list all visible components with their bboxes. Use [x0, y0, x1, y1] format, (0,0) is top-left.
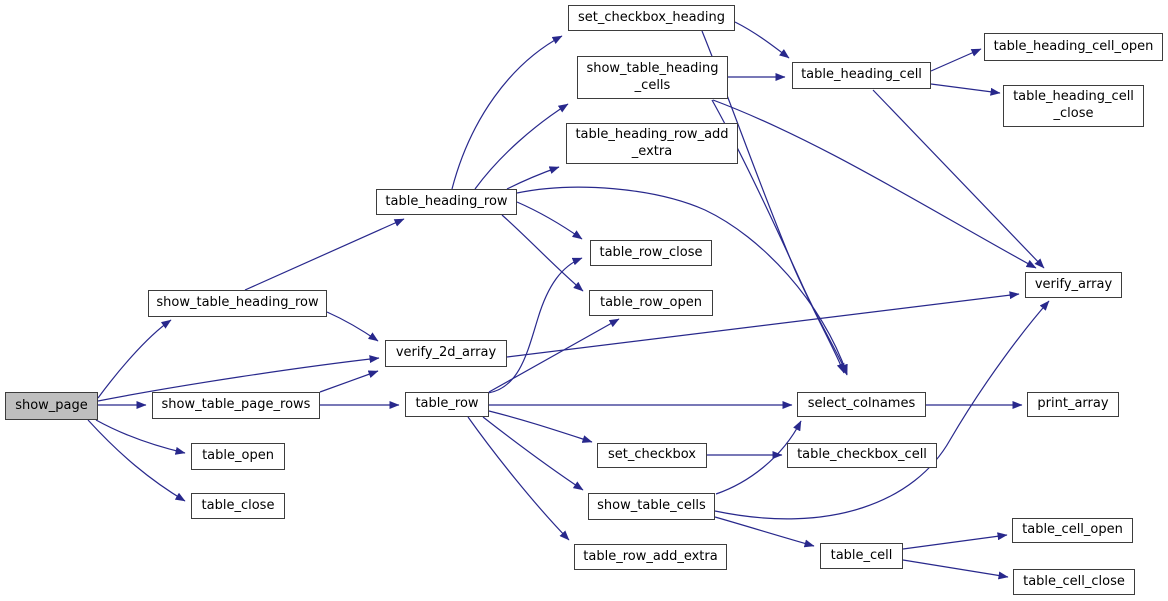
call-edge-table_heading_row-to-table_heading_row_add_extra — [506, 166, 560, 190]
call-edge-table_heading_row-to-set_checkbox_heading — [451, 35, 563, 190]
graph-node-show_table_heading_row[interactable]: show_table_heading_row — [148, 290, 327, 317]
call-edge-table_heading_cell-to-table_heading_cell_close — [930, 83, 1001, 96]
call-edge-table_heading_row-to-table_row_open — [501, 214, 584, 292]
graph-node-table_cell[interactable]: table_cell — [820, 543, 903, 569]
graph-node-table_open[interactable]: table_open — [191, 443, 285, 470]
graph-node-select_colnames[interactable]: select_colnames — [797, 392, 926, 417]
call-edge-show_table_cells-to-select_colnames — [715, 420, 802, 495]
graph-node-print_array[interactable]: print_array — [1027, 392, 1119, 417]
call-edge-show_page-to-table_open — [95, 419, 186, 455]
graph-node-table_row_add_extra[interactable]: table_row_add_extra — [574, 544, 727, 570]
call-edge-table_row-to-set_checkbox — [488, 410, 593, 443]
graph-node-table_cell_open[interactable]: table_cell_open — [1012, 518, 1133, 543]
call-edge-show_table_heading_cells-to-verify_array — [712, 99, 1037, 269]
call-edge-table_row-to-table_row_open — [488, 318, 620, 393]
call-edge-table_row-to-show_table_cells — [482, 416, 584, 491]
graph-node-table_heading_cell[interactable]: table_heading_cell — [792, 62, 931, 89]
call-edge-show_page-to-table_close — [87, 419, 186, 502]
call-edge-table_row-to-table_row_add_extra — [467, 416, 570, 541]
graph-node-set_checkbox_heading[interactable]: set_checkbox_heading — [568, 5, 735, 31]
graph-node-show_table_heading_cells[interactable]: show_table_heading _cells — [577, 56, 728, 99]
graph-node-table_checkbox_cell[interactable]: table_checkbox_cell — [787, 443, 937, 468]
graph-node-table_heading_row_add_extra[interactable]: table_heading_row_add _extra — [566, 123, 738, 164]
call-edge-show_table_cells-to-table_cell — [714, 516, 815, 548]
graph-node-table_row_close[interactable]: table_row_close — [590, 240, 712, 266]
call-edge-table_heading_cell-to-verify_array — [872, 89, 1045, 269]
graph-node-verify_2d_array[interactable]: verify_2d_array — [385, 340, 507, 367]
call-edge-table_heading_row-to-show_table_heading_cells — [474, 103, 569, 190]
call-edge-show_table_heading_row-to-verify_2d_array — [326, 311, 379, 342]
call-edge-show_table_page_rows-to-verify_2d_array — [319, 370, 379, 393]
graph-node-table_cell_close[interactable]: table_cell_close — [1013, 569, 1135, 595]
graph-node-show_table_cells[interactable]: show_table_cells — [588, 493, 715, 520]
call-edge-verify_2d_array-to-verify_array — [506, 291, 1020, 358]
graph-node-table_heading_row[interactable]: table_heading_row — [376, 189, 517, 215]
graph-node-show_table_page_rows[interactable]: show_table_page_rows — [152, 392, 320, 419]
call-edge-table_heading_row-to-select_colnames — [516, 186, 848, 375]
graph-node-table_close[interactable]: table_close — [191, 493, 285, 519]
graph-node-table_row_open[interactable]: table_row_open — [589, 290, 713, 316]
graph-node-table_row[interactable]: table_row — [405, 392, 489, 417]
graph-node-set_checkbox[interactable]: set_checkbox — [597, 443, 707, 468]
call-edge-table_cell-to-table_cell_open — [902, 532, 1008, 550]
graph-node-show_page: show_page — [5, 392, 98, 420]
graph-node-verify_array[interactable]: verify_array — [1025, 272, 1122, 298]
call-edge-table_heading_row-to-table_row_close — [516, 201, 583, 240]
call-edge-set_checkbox_heading-to-table_heading_cell — [734, 21, 790, 59]
graph-node-table_heading_cell_close[interactable]: table_heading_cell _close — [1003, 85, 1144, 127]
call-edge-table_row-to-table_row_close — [487, 257, 583, 394]
call-edge-table_cell-to-table_cell_close — [902, 559, 1009, 580]
call-edge-table_heading_cell-to-table_heading_cell_open — [930, 48, 982, 72]
graph-node-table_heading_cell_open[interactable]: table_heading_cell_open — [984, 33, 1163, 61]
call-edge-show_page-to-verify_2d_array — [97, 355, 380, 402]
call-edge-show_table_heading_row-to-table_heading_row — [244, 218, 405, 291]
call-edge-show_table_cells-to-verify_array — [714, 300, 1050, 520]
call-edge-show_page-to-show_table_heading_row — [97, 319, 172, 399]
